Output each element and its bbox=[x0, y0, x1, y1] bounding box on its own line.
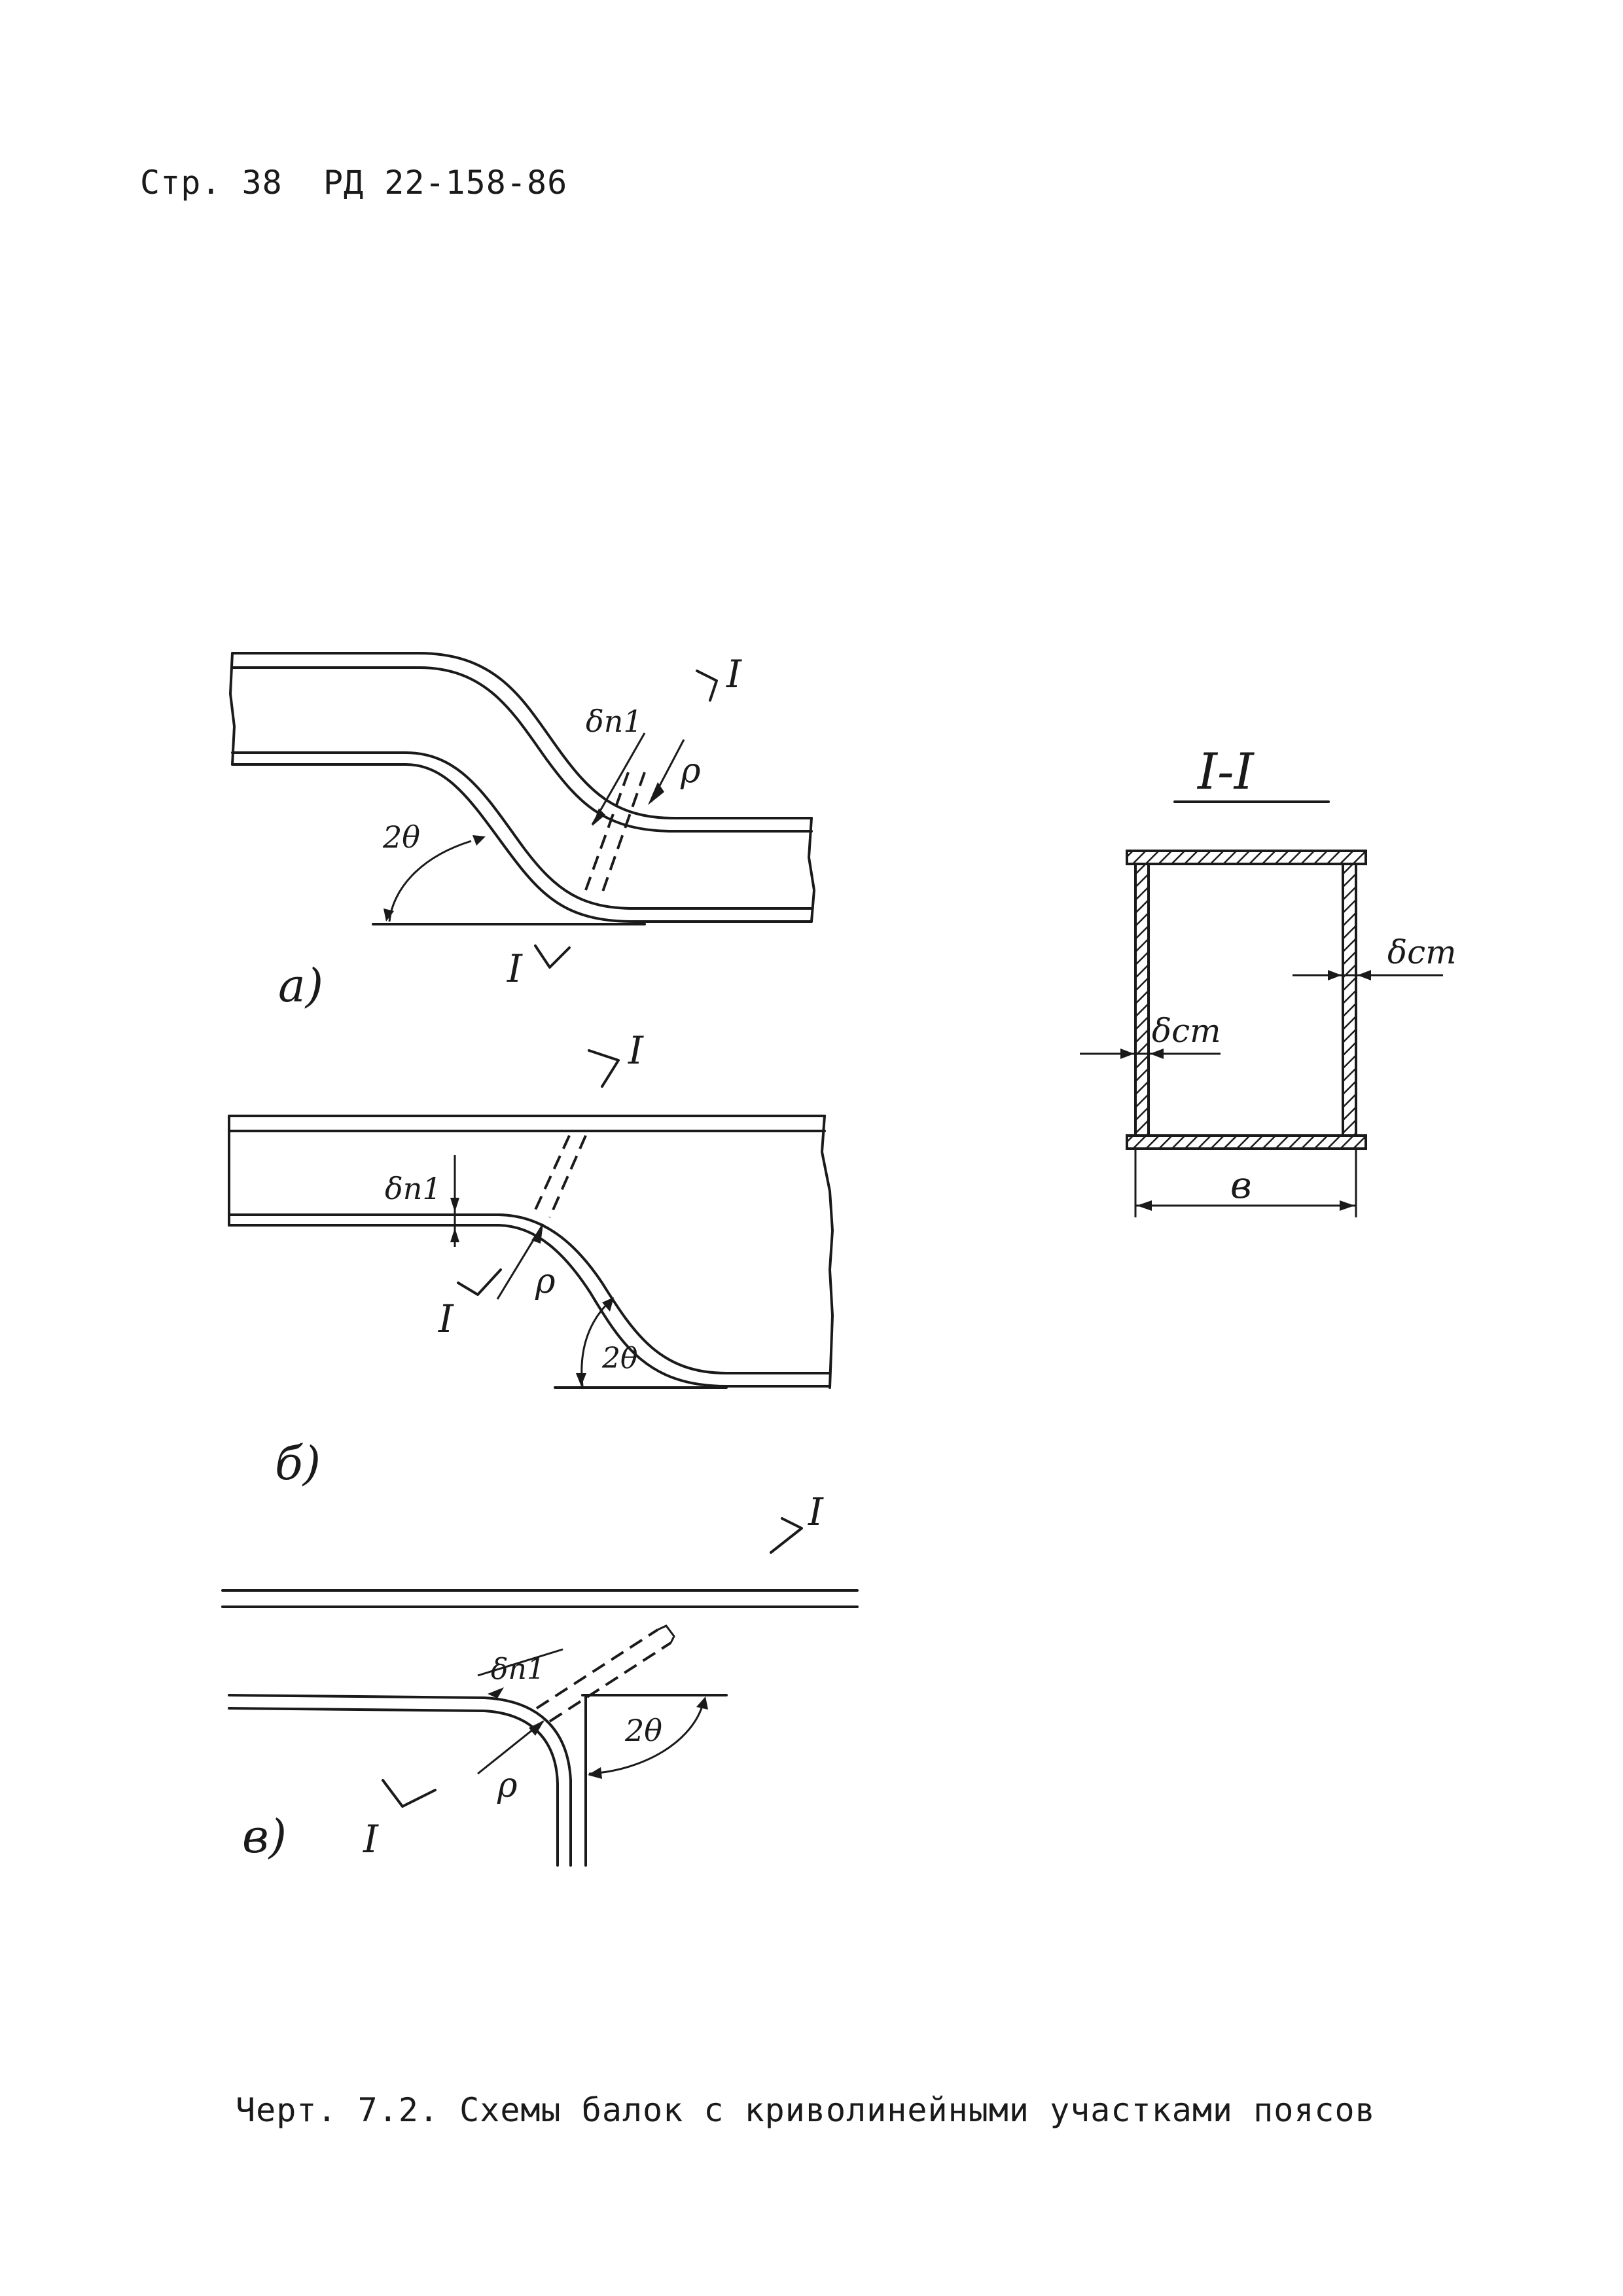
angle-arrowhead-top bbox=[602, 1297, 614, 1312]
figure-a: I I δп1 ρ 2θ а) bbox=[229, 652, 815, 1013]
section-title: I-I bbox=[1196, 742, 1255, 800]
section-dash-2 bbox=[548, 1135, 587, 1218]
figure-label: а) bbox=[278, 959, 323, 1013]
section-dash-2 bbox=[548, 1641, 672, 1723]
break-line-left bbox=[229, 652, 236, 766]
angle-arrowhead-left bbox=[383, 908, 394, 922]
angle-arrowhead-right bbox=[473, 835, 486, 846]
radius-label: ρ bbox=[497, 1766, 518, 1805]
top-flange-outer bbox=[231, 652, 813, 819]
section-dash-1 bbox=[535, 1628, 659, 1710]
bottom-flange-outer bbox=[228, 1694, 572, 1867]
top-flange-plate bbox=[1126, 850, 1367, 865]
top-flange-inner bbox=[231, 666, 813, 833]
angle-label: 2θ bbox=[601, 1342, 637, 1375]
right-web-plate bbox=[1342, 863, 1357, 1137]
section-arrow-bottom bbox=[534, 944, 571, 969]
width-label: в bbox=[1230, 1164, 1252, 1207]
left-web-arrowhead-1 bbox=[1120, 1049, 1134, 1059]
figure-label: в) bbox=[242, 1810, 287, 1863]
bottom-flange-inner bbox=[228, 1224, 831, 1388]
page-number: Стр. 38 bbox=[140, 164, 283, 202]
section-i-i: I-I δст δст в bbox=[1080, 742, 1457, 1217]
thickness-arrowhead-bottom bbox=[450, 1228, 459, 1242]
flange-thickness-label: δп1 bbox=[491, 1653, 545, 1686]
figure-b: I I δп1 ρ 2θ б) bbox=[228, 1028, 834, 1490]
break-line-right bbox=[808, 817, 815, 923]
radius-arrowhead bbox=[531, 1224, 543, 1244]
angle-arrowhead-bottom bbox=[576, 1373, 586, 1386]
left-web-arrowhead-2 bbox=[1150, 1049, 1164, 1059]
figure-v: I I δп1 ρ 2θ в) bbox=[221, 1490, 859, 1867]
section-mark-bottom-label: I bbox=[438, 1297, 454, 1341]
thickness-arrowhead-top bbox=[450, 1198, 459, 1212]
angle-label: 2θ bbox=[382, 819, 420, 855]
section-arrow-bottom bbox=[457, 1268, 502, 1296]
thickness-ext-line bbox=[477, 1648, 563, 1677]
width-arrowhead-left bbox=[1137, 1200, 1152, 1211]
right-web-thickness-label: δст bbox=[1387, 933, 1457, 971]
thickness-arrowhead bbox=[488, 1687, 504, 1698]
figure-caption: Черт. 7.2. Схемы балок с криволинейными … bbox=[236, 2091, 1376, 2129]
bottom-flange-inner bbox=[231, 763, 813, 923]
section-arrow-bottom bbox=[382, 1779, 437, 1808]
figure-label: б) bbox=[275, 1437, 321, 1490]
bottom-flange-outer bbox=[231, 751, 813, 910]
break-line-right bbox=[821, 1115, 834, 1389]
angle-label: 2θ bbox=[624, 1713, 662, 1748]
document-code: РД 22-158-86 bbox=[323, 164, 568, 202]
bottom-flange-outer bbox=[228, 1213, 831, 1374]
section-dash-cap bbox=[657, 1624, 675, 1643]
angle-arrowhead-right bbox=[696, 1696, 708, 1710]
width-arrowhead-right bbox=[1340, 1200, 1355, 1211]
bottom-flange-plate bbox=[1126, 1134, 1367, 1150]
angle-arc bbox=[588, 1701, 705, 1775]
thickness-ext-line bbox=[591, 732, 646, 825]
left-web-thickness-label: δст bbox=[1152, 1012, 1221, 1050]
section-mark-top-label: I bbox=[808, 1490, 824, 1534]
radius-arrowhead bbox=[648, 782, 664, 805]
flange-thickness-label: δп1 bbox=[385, 1171, 442, 1206]
left-web-plate bbox=[1134, 863, 1150, 1137]
section-dash-1 bbox=[532, 1135, 571, 1215]
right-web-arrowhead-2 bbox=[1357, 970, 1371, 980]
radius-label: ρ bbox=[680, 751, 701, 791]
section-mark-top-label: I bbox=[726, 652, 742, 696]
page-header: Стр. 38 РД 22-158-86 bbox=[140, 164, 567, 202]
radius-label: ρ bbox=[535, 1262, 556, 1301]
section-mark-bottom-label: I bbox=[363, 1817, 379, 1861]
angle-arrowhead-left bbox=[588, 1767, 602, 1779]
section-mark-bottom-label: I bbox=[507, 946, 523, 991]
section-arrow-top bbox=[588, 1049, 620, 1088]
section-arrow-top bbox=[696, 670, 718, 702]
right-web-arrowhead-1 bbox=[1328, 970, 1342, 980]
section-dash-2 bbox=[601, 772, 646, 894]
radius-arrowhead bbox=[529, 1720, 544, 1736]
section-arrow-top bbox=[770, 1517, 803, 1554]
thickness-arrowhead bbox=[592, 808, 605, 826]
angle-arc bbox=[388, 840, 472, 922]
flange-thickness-label: δп1 bbox=[586, 704, 643, 739]
section-mark-top-label: I bbox=[628, 1028, 644, 1073]
